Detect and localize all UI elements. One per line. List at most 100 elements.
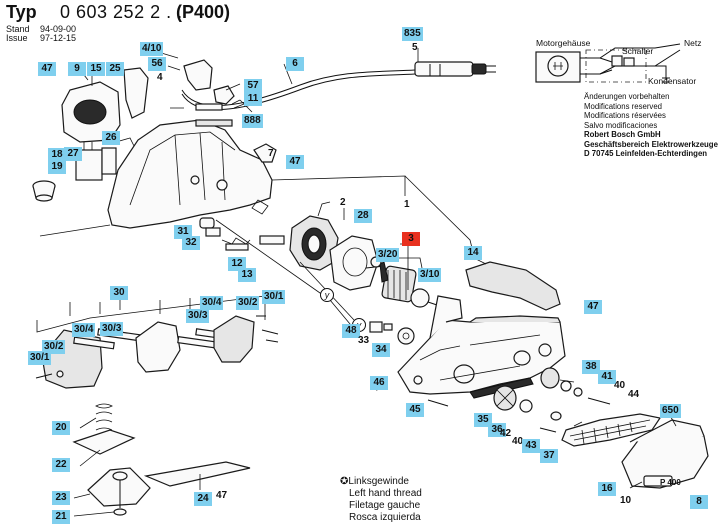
callout-21: 21	[52, 510, 70, 524]
callout-48: 48	[342, 324, 360, 338]
callout-4: 4	[157, 72, 163, 83]
company-line: Robert Bosch GmbH	[584, 130, 661, 139]
left-hand-thread-icon: ✪	[340, 476, 349, 487]
model-code: (P400)	[176, 2, 231, 22]
issue-row: Issue 97-12-15	[6, 33, 76, 43]
callout-46: 46	[370, 376, 388, 390]
power-cable	[181, 61, 496, 110]
capacitor-label: Kondensator	[648, 76, 697, 86]
callout-26: 26	[102, 131, 120, 145]
legend-line: Linksgewinde	[348, 476, 409, 487]
callout-30-2-top: 30/2	[236, 296, 260, 310]
issue-date: 97-12-15	[40, 33, 77, 43]
callout-30-1-top: 30/1	[262, 290, 286, 304]
callout-3-10: 3/10	[418, 268, 442, 282]
callout-56: 56	[148, 57, 166, 71]
callout-13: 13	[238, 268, 256, 282]
callout-25: 25	[106, 62, 124, 76]
issue-label: Issue	[6, 33, 28, 43]
callout-650: 650	[660, 404, 681, 418]
callout-12: 12	[228, 257, 246, 271]
callout-9: 9	[68, 62, 86, 76]
company-line: D 70745 Leinfelden-Echterdingen	[584, 149, 708, 158]
callout-30-3-left: 30/3	[100, 322, 124, 336]
mains-label: Netz	[684, 38, 702, 48]
callout-45: 45	[406, 403, 424, 417]
callout-36: 36	[488, 423, 506, 437]
callout-42: 42	[500, 428, 512, 439]
motor-housing-label: Motorgehäuse	[536, 38, 591, 48]
switch	[75, 137, 135, 181]
callout-31: 31	[174, 225, 192, 239]
callout-47-b: 47	[286, 155, 304, 169]
callout-44: 44	[628, 389, 640, 400]
y-marker: y	[320, 288, 334, 302]
legend-line: Filetage gauche	[349, 500, 421, 511]
nameplate-text: P 400	[660, 478, 681, 487]
callout-888: 888	[242, 114, 263, 128]
switch-cover	[61, 67, 149, 143]
type-label: Typ	[6, 2, 37, 22]
callout-33: 33	[358, 335, 370, 346]
callout-47-a: 47	[38, 62, 56, 76]
callout-1: 1	[404, 199, 410, 210]
callout-14: 14	[464, 246, 482, 260]
callout-10: 10	[620, 495, 632, 506]
callout-30-4-top: 30/4	[200, 296, 224, 310]
type-number: 0 603 252 2 . .	[60, 2, 183, 22]
planer-housing	[397, 295, 566, 399]
stator	[289, 201, 339, 271]
callout-4-10: 4/10	[140, 42, 164, 56]
callout-18: 18	[48, 148, 66, 162]
callout-16: 16	[598, 482, 616, 496]
callout-30-1-left: 30/1	[28, 351, 52, 365]
callout-41: 41	[598, 370, 616, 384]
stand-label: Stand	[6, 24, 30, 34]
note-line: Änderungen vorbehalten	[584, 92, 670, 101]
armature	[365, 256, 441, 308]
callout-835: 835	[402, 27, 423, 41]
notes-block: Änderungen vorbehalten Modifications res…	[584, 92, 718, 159]
blade-assembly	[35, 315, 279, 389]
callout-30: 30	[110, 286, 128, 300]
callout-32: 32	[182, 236, 200, 250]
callout-24: 24	[194, 492, 212, 506]
callout-37: 37	[540, 449, 558, 463]
callout-6: 6	[286, 57, 304, 71]
callout-7: 7	[268, 148, 274, 159]
belt-cover	[621, 419, 709, 489]
callout-47-c: 47	[584, 300, 602, 314]
callout-23: 23	[52, 491, 70, 505]
wiring-diagram	[535, 43, 681, 83]
callout-27: 27	[64, 147, 82, 161]
legend-line: Left hand thread	[349, 488, 422, 499]
handle-housing	[107, 119, 273, 229]
callout-8: 8	[690, 495, 708, 509]
switch-label: Schalter	[622, 46, 654, 56]
note-line: Modifications réservées	[584, 111, 666, 120]
brush-holders	[199, 199, 285, 251]
callout-2: 2	[340, 197, 346, 208]
callout-35: 35	[474, 413, 492, 427]
callout-30-2-left: 30/2	[42, 340, 66, 354]
callout-38: 38	[582, 360, 600, 374]
small-parts-top	[183, 59, 277, 163]
note-line: Modifications reserved	[584, 101, 663, 111]
callout-34: 34	[372, 343, 390, 357]
callout-47-d: 47	[216, 490, 228, 501]
callout-40-a: 40	[614, 380, 626, 391]
depth-adjustment	[72, 403, 251, 516]
callout-11: 11	[244, 92, 262, 106]
callout-28: 28	[354, 209, 372, 223]
legend-line: Rosca izquierda	[349, 512, 421, 523]
fan-baffle	[329, 235, 379, 291]
callout-57: 57	[244, 79, 262, 93]
lock-knob	[32, 180, 56, 202]
front-handle	[465, 261, 561, 311]
callout-3-20: 3/20	[376, 248, 400, 262]
note-line: Salvo modificaciones	[584, 120, 658, 130]
callout-3: 3	[402, 232, 420, 246]
